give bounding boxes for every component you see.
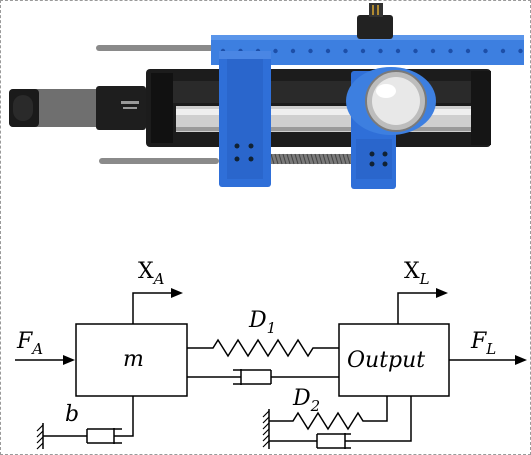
xl-arrow-line [397,292,438,324]
rail-hole [448,48,453,54]
fa-arrow-head [63,355,75,365]
label-d1: D1 [248,308,276,337]
rail-hole [518,48,523,54]
sensor-board [357,3,393,39]
damper-middle [187,369,339,385]
rail-hole [308,48,313,54]
chrome-knob [365,70,427,132]
rail-hole [273,48,278,54]
rail-hole [343,48,348,54]
xl-arrow-head [436,288,448,298]
rail-hole [290,48,296,54]
label-output: Output [347,348,425,373]
damper-b [42,396,134,449]
rail-hole [465,48,471,54]
label-d2: D2 [292,386,320,415]
label-b: b [65,402,79,427]
actuator-photo [9,3,524,189]
rail-holes [220,48,523,54]
left-blue-carriage [219,51,271,187]
rail-hole [325,48,331,54]
fl-arrow-head [515,355,527,365]
rail-hole [395,48,401,54]
label-xa: XA [138,259,165,288]
rail-hole [430,48,436,54]
rail-hole [378,48,383,54]
rail-hole [360,48,366,54]
mass-block [75,323,188,397]
rail-hole [500,48,506,54]
rail-hole [413,48,418,54]
xa-arrow-line [132,292,173,324]
mechanical-schematic: XA XL FA FL D1 D2 m b Output [15,259,527,450]
xa-arrow-head [171,288,183,298]
ground-hatch-right [262,410,270,448]
label-xl: XL [404,259,430,288]
damper-d2 [269,396,412,449]
label-mass: m [123,347,144,372]
label-fa: FA [16,329,43,358]
label-fl: FL [470,329,496,358]
ground-hatch-left [36,424,44,450]
rail-hole [483,48,488,54]
lower-rod [99,158,219,164]
spring-d1 [187,338,339,358]
